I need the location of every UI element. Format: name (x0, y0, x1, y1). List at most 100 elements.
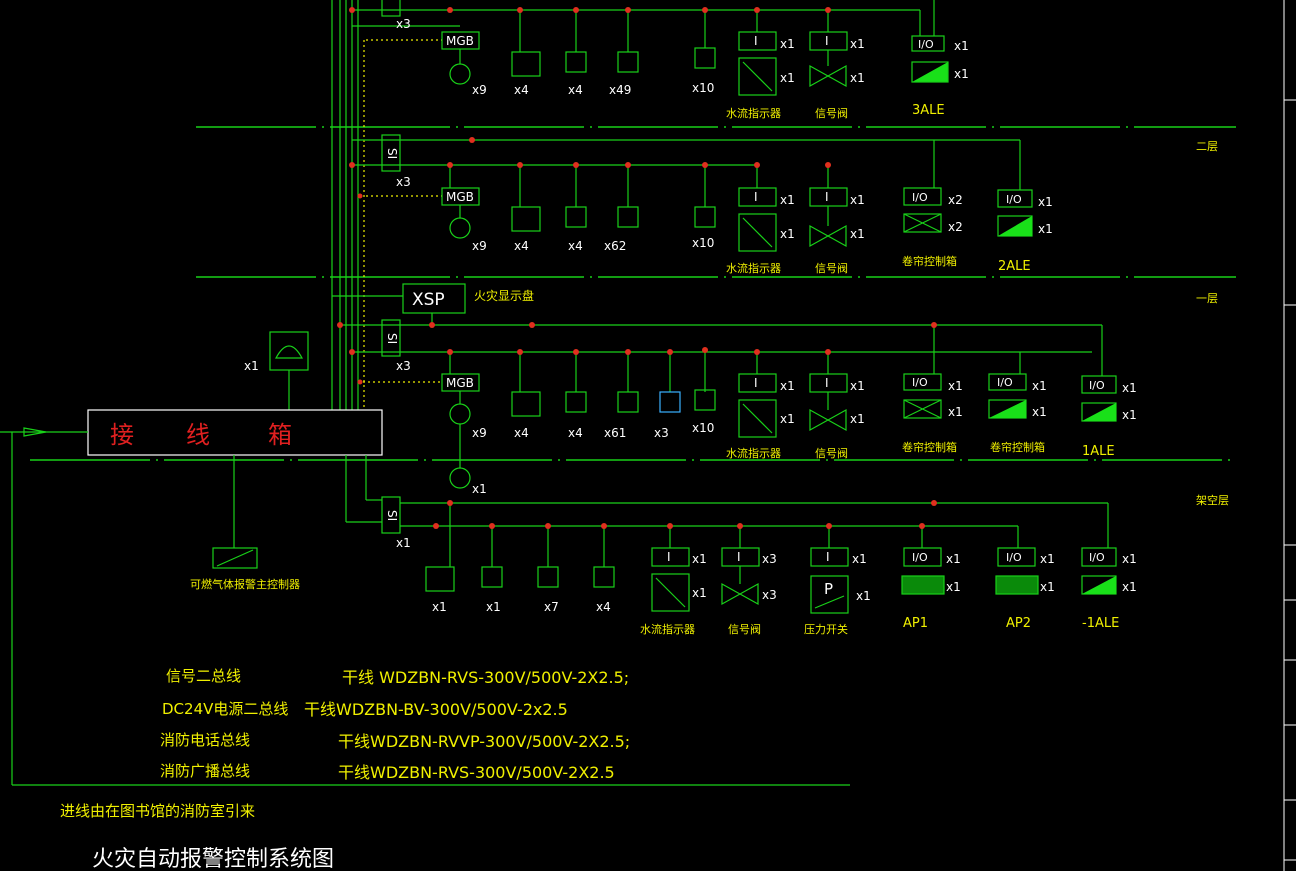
count-label: x1 (486, 600, 501, 614)
module-mgb: MGB (446, 34, 474, 48)
ap1-box (901, 575, 945, 595)
alarm-label-3: 3ALE (912, 103, 945, 118)
module-io: I/O (912, 191, 928, 204)
incoming-arrow (23, 427, 47, 437)
count-label: x4 (514, 239, 529, 253)
module-i: I (825, 376, 829, 390)
module-i: I (825, 190, 829, 204)
signal-valve-caption: 信号阀 (815, 261, 848, 275)
count-label: x1 (946, 580, 961, 594)
shutter-caption: 卷帘控制箱 (902, 440, 957, 454)
count-label: x1 (852, 552, 867, 566)
count-label: x1 (780, 37, 795, 51)
count-label: x1 (692, 586, 707, 600)
xsp-caption: 火灾显示盘 (474, 288, 534, 303)
junction-box-label: 接 (110, 421, 134, 449)
count-label: x3 (654, 426, 669, 440)
count-label: x1 (850, 71, 865, 85)
count-label: x1 (1038, 195, 1053, 209)
telephone-box (269, 331, 309, 410)
count-label: x1 (396, 536, 411, 550)
count-label: x4 (514, 83, 529, 97)
count-label: x61 (604, 426, 626, 440)
water-flow-caption: 水流指示器 (726, 446, 781, 460)
signal-valve-caption: 信号阀 (815, 106, 848, 120)
module-i: I (737, 550, 741, 564)
count-label: x4 (568, 83, 583, 97)
count-label: x1 (850, 193, 865, 207)
module-i: I (825, 34, 829, 48)
count-label: x1 (1038, 222, 1053, 236)
floor-b-nodes (433, 500, 937, 529)
count-label: x1 (850, 37, 865, 51)
count-label: x1 (1122, 381, 1137, 395)
count-label: x10 (692, 81, 714, 95)
module-io: I/O (918, 38, 934, 51)
count-label: x1 (780, 227, 795, 241)
count-label: x1 (850, 227, 865, 241)
module-i: I (826, 550, 830, 564)
floor-3-alarm-device (912, 62, 948, 82)
module-io: I/O (1089, 379, 1105, 392)
water-flow-caption: 水流指示器 (726, 106, 781, 120)
floor-1-alarm-device (1082, 403, 1116, 421)
count-label: x10 (692, 421, 714, 435)
floor-3-branch (352, 0, 945, 96)
count-label: x1 (954, 39, 969, 53)
count-label: x49 (609, 83, 631, 97)
count-label: x1 (1122, 580, 1137, 594)
count-label: x1 (432, 600, 447, 614)
count-label: x3 (762, 588, 777, 602)
count-label: x4 (568, 239, 583, 253)
floor-b-alarm-device (1082, 576, 1116, 594)
count-label: x1 (780, 412, 795, 426)
floor-2-alarm-device (998, 216, 1032, 236)
module-mgb: MGB (446, 190, 474, 204)
module-mgb: MGB (446, 376, 474, 390)
module-i: I (754, 34, 758, 48)
legend-spec: 干线 WDZBN-RVS-300V/500V-2X2.5; (342, 668, 629, 687)
junction-box-label: 线 (186, 421, 210, 449)
count-label: x1 (1122, 408, 1137, 422)
module-io: I/O (1089, 551, 1105, 564)
count-label: x3 (396, 175, 411, 189)
module-i: I (754, 376, 758, 390)
floor-2-nodes (349, 137, 831, 199)
count-label: x1 (948, 405, 963, 419)
count-label: x1 (946, 552, 961, 566)
count-label: x3 (762, 552, 777, 566)
shutter-caption: 卷帘控制箱 (990, 440, 1045, 454)
count-label: x1 (856, 589, 871, 603)
legend-name: 消防广播总线 (160, 762, 250, 780)
alarm-label-2: 2ALE (998, 259, 1031, 274)
count-label: x3 (396, 17, 411, 31)
count-label: x1 (780, 193, 795, 207)
floor-3-nodes (349, 7, 831, 13)
count-label: x1 (780, 71, 795, 85)
count-label: x9 (472, 83, 487, 97)
module-si: SI (385, 148, 399, 159)
count-label: x1 (692, 552, 707, 566)
water-flow-caption: 水流指示器 (640, 622, 695, 636)
signal-valve-caption: 信号阀 (728, 622, 761, 636)
count-label: x1 (1032, 379, 1047, 393)
count-label: x4 (514, 426, 529, 440)
ap2-label: AP2 (1006, 616, 1031, 631)
floor-2-branch (352, 134, 1033, 252)
count-label: x1 (1040, 552, 1055, 566)
junction-box-leads (0, 431, 850, 786)
module-io: I/O (912, 376, 928, 389)
count-label: x2 (948, 193, 963, 207)
module-xsp: XSP (412, 290, 445, 310)
count-label: x1 (244, 359, 259, 373)
count-label: x1 (472, 482, 487, 496)
legend-name: 消防电话总线 (160, 731, 250, 749)
count-label: x4 (596, 600, 611, 614)
module-io: I/O (1006, 193, 1022, 206)
floor-1-shutter-device (989, 400, 1026, 418)
gas-controller-caption: 可燃气体报警主控制器 (190, 577, 300, 591)
vertical-risers (331, 0, 442, 410)
floor-1-branch (340, 319, 1117, 489)
floor-label-b: 架空层 (1196, 493, 1229, 507)
